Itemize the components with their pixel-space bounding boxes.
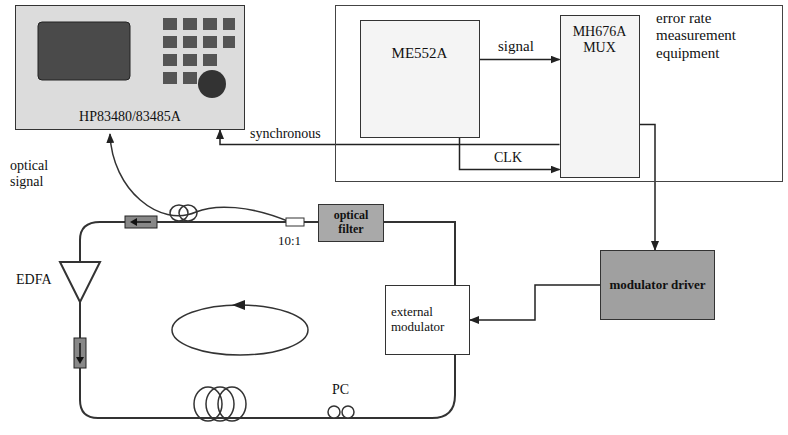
- text-group: error rate measurement equipment: [656, 10, 778, 62]
- text-group: modulator driver: [609, 278, 705, 293]
- instrument-panel: HP83480/83485A: [15, 5, 245, 130]
- group-heading: error rate measurement equipment: [656, 10, 778, 62]
- coupler-symbol: [286, 218, 304, 226]
- signal-line: [640, 125, 656, 251]
- modulator-box: external modulator: [385, 285, 470, 355]
- connector-label: synchronous: [248, 126, 323, 142]
- box-label: HP83480/83485A: [79, 109, 181, 125]
- circulation-arrow: [172, 300, 308, 355]
- isolator-left: [74, 338, 86, 368]
- amplifier-label: EDFA: [14, 272, 54, 288]
- controller-label: PC: [330, 382, 351, 398]
- box-label: external modulator: [391, 305, 464, 335]
- signal-line: [470, 285, 600, 320]
- text-group: external modulator: [391, 305, 464, 335]
- coupler-ratio: 10:1: [276, 234, 303, 249]
- filter-box: optical filter: [318, 204, 384, 242]
- driver-box: modulator driver: [600, 250, 715, 320]
- signal-line: [460, 138, 560, 170]
- instrument-casing: [15, 5, 245, 130]
- connector-label: signal: [496, 38, 536, 55]
- connector-label: CLK: [492, 150, 524, 166]
- amplifier-triangle: [60, 262, 100, 302]
- text-group: MH676A MUX: [565, 24, 635, 56]
- optical-output-fiber: [110, 134, 290, 222]
- text-group: optical filter: [322, 209, 380, 237]
- fiber-spool: [194, 387, 246, 421]
- box-label: modulator driver: [609, 278, 705, 293]
- pattern-generator: ME552A: [360, 20, 480, 138]
- instrument-body: [15, 5, 245, 130]
- box-label: MH676A MUX: [565, 24, 635, 56]
- polarization-controller: [328, 406, 354, 418]
- instrument-screen: [38, 22, 130, 80]
- multiplexer-box: MH676A MUX: [560, 15, 640, 178]
- equipment-group: error rate measurement equipmentME552A MH…: [335, 5, 783, 182]
- box-label: ME552A: [392, 45, 448, 62]
- signal-line: [480, 59, 560, 61]
- instrument-keys: [163, 18, 235, 84]
- signal-label: optical signal: [8, 158, 82, 190]
- text-group: HP83480/83485A: [79, 109, 181, 125]
- instrument-knob: [198, 70, 226, 98]
- box-label: optical filter: [322, 209, 380, 237]
- fiber-loop: [80, 134, 455, 418]
- text-group: ME552A: [392, 45, 448, 62]
- fiber-coil-small: [170, 205, 197, 221]
- isolator-top: [125, 216, 157, 228]
